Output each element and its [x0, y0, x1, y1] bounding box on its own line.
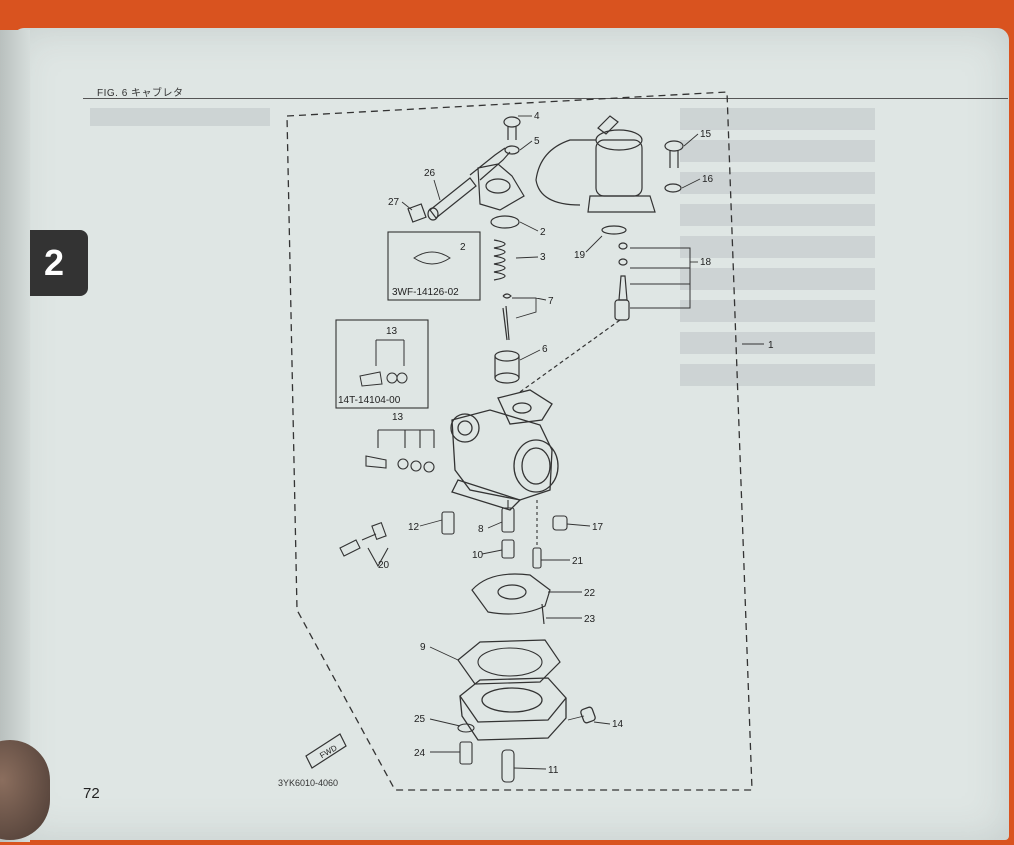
float-assembly — [471, 573, 551, 625]
screw-and-washer — [503, 116, 521, 155]
callout-27: 27 — [388, 197, 400, 208]
callout-13: 13 — [392, 412, 404, 423]
callout-10: 10 — [472, 550, 484, 561]
drain-parts — [457, 723, 515, 783]
callout-23: 23 — [584, 614, 596, 625]
assembly-boundary — [286, 91, 753, 791]
inset-box-2: 2 3WF-14126-02 — [387, 231, 481, 301]
chapter-tab: 2 — [30, 230, 88, 296]
choke-screw — [664, 140, 684, 193]
inset-box-2-code: 3WF-14126-02 — [392, 287, 459, 298]
reference-code: 3YK6010-4060 — [278, 778, 339, 788]
callout-25: 25 — [414, 714, 426, 725]
carburetor-body — [450, 389, 559, 511]
gasket-and-spring — [490, 215, 520, 281]
top-cap — [469, 147, 525, 211]
jet-needle — [502, 293, 512, 341]
tube-and-nut — [407, 177, 477, 223]
header-rule — [83, 98, 1008, 99]
jets — [501, 500, 515, 559]
callout-9: 9 — [420, 642, 426, 653]
callout-20: 20 — [378, 560, 390, 571]
inset-box-13-part: 13 — [386, 326, 398, 337]
gasket-9 — [457, 639, 561, 685]
bracket-18 — [630, 247, 691, 309]
chapter-number: 2 — [44, 242, 65, 283]
inset-box-13-code: 14T-14104-00 — [338, 395, 401, 406]
pilot-screw-set — [365, 429, 435, 473]
throttle-slide — [494, 350, 520, 384]
float-bowl — [459, 677, 596, 741]
callout-7: 7 — [548, 296, 554, 307]
page-number: 72 — [83, 785, 100, 802]
auto-choke — [519, 115, 656, 393]
part-12 — [441, 511, 455, 535]
callout-24: 24 — [414, 748, 426, 759]
callout-26: 26 — [424, 168, 436, 179]
callout-labels: 1 2 3 4 5 6 7 8 9 10 11 12 13 14 15 16 1… — [378, 111, 774, 776]
inset-box-13: 13 14T-14104-00 — [335, 319, 429, 409]
manual-page — [14, 28, 1009, 840]
callout-14: 14 — [612, 719, 624, 730]
callout-21: 21 — [572, 556, 584, 567]
callout-12: 12 — [408, 522, 420, 533]
callout-11: 11 — [548, 765, 559, 776]
callout-3: 3 — [540, 252, 546, 263]
figure-title: FIG. 6 キャブレタ — [97, 88, 184, 99]
inset-box-2-part: 2 — [460, 242, 466, 253]
callout-1: 1 — [768, 340, 774, 351]
callout-5: 5 — [534, 136, 540, 147]
page-edge — [0, 30, 30, 842]
callout-4: 4 — [534, 111, 540, 122]
callout-18: 18 — [700, 257, 712, 268]
callout-17: 17 — [592, 522, 604, 533]
callout-2: 2 — [540, 227, 546, 238]
callout-22: 22 — [584, 588, 596, 599]
callout-6: 6 — [542, 344, 548, 355]
thumb — [0, 740, 50, 840]
fwd-arrow: FWD — [305, 733, 347, 769]
parts-17-21 — [532, 500, 568, 569]
leader-lines — [401, 115, 701, 770]
air-screw-set — [339, 522, 389, 568]
callout-15: 15 — [700, 129, 712, 140]
callout-8: 8 — [478, 524, 484, 535]
callout-19: 19 — [574, 250, 586, 261]
callout-16: 16 — [702, 174, 714, 185]
